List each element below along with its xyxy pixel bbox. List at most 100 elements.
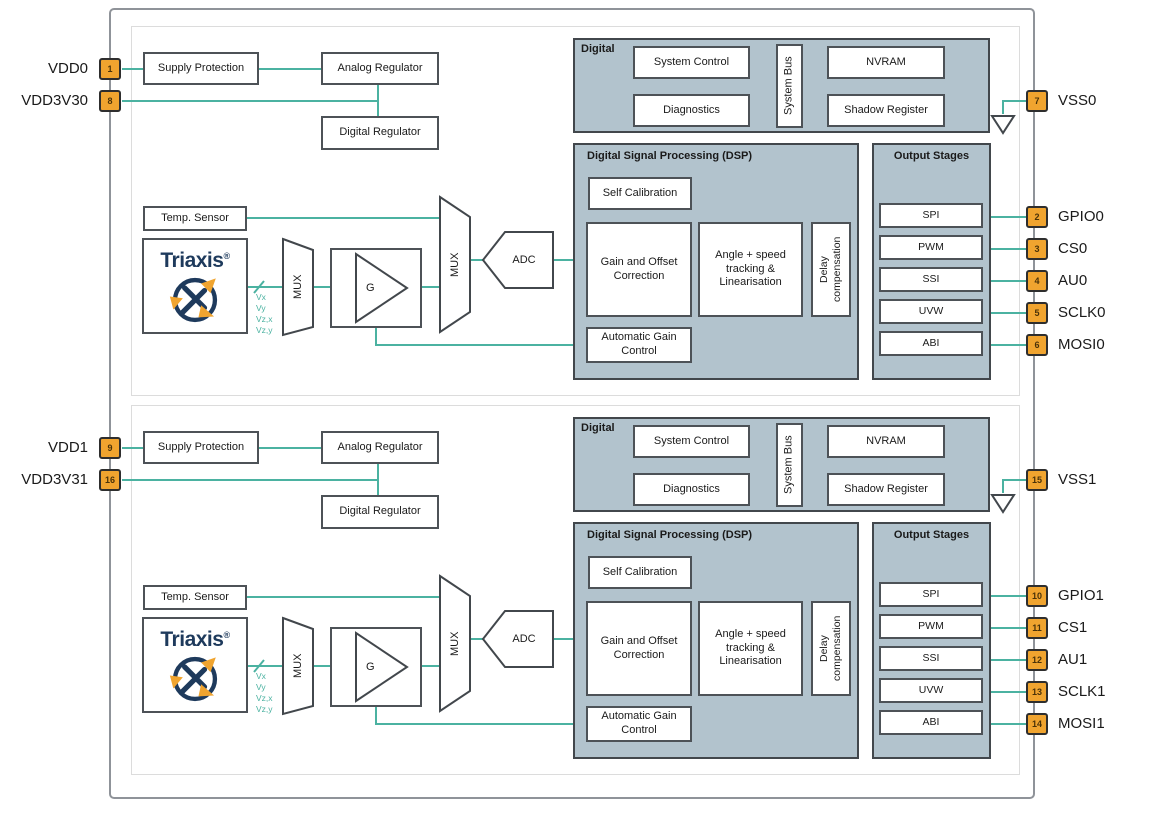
pin-13: 13 <box>1026 681 1048 703</box>
diagnostics-block: Diagnostics <box>633 94 750 127</box>
pin-label-vss0: VSS0 <box>1058 92 1097 109</box>
pin-label-au0: AU0 <box>1058 272 1088 289</box>
diagnostics-block: Diagnostics <box>633 473 750 506</box>
nvram-block: NVRAM <box>827 425 945 458</box>
amplifier-triangle-icon <box>355 631 409 703</box>
self-calibration-block: Self Calibration <box>588 556 692 589</box>
analog-regulator-block: Analog Regulator <box>321 431 439 464</box>
signal-vzy: Vz,y <box>256 325 273 335</box>
mux2-label: MUX <box>449 252 461 277</box>
pin-label-gpio0: GPIO0 <box>1058 208 1104 225</box>
uvw-block: UVW <box>879 299 983 324</box>
system-bus-block: System Bus <box>776 423 803 507</box>
triaxis-sensor-block: Triaxis® <box>142 238 248 334</box>
pin-label-vdd0: VDD0 <box>47 60 88 77</box>
die-0-outline <box>131 26 1020 396</box>
pin-14: 14 <box>1026 713 1048 735</box>
pwm-block: PWM <box>879 235 983 260</box>
spi-block: SPI <box>879 203 983 228</box>
supply-protection-block: Supply Protection <box>143 52 259 85</box>
dsp-title: Digital Signal Processing (DSP) <box>587 150 753 162</box>
analog-regulator-block: Analog Regulator <box>321 52 439 85</box>
pin-9: 9 <box>99 437 121 459</box>
pin-label-au1: AU1 <box>1058 651 1088 668</box>
temp-sensor-block: Temp. Sensor <box>143 585 247 610</box>
pwm-block: PWM <box>879 614 983 639</box>
pin-label-gpio1: GPIO1 <box>1058 587 1104 604</box>
signal-labels: Vx Vy Vz,x Vz,y <box>256 292 273 336</box>
agc-block: Automatic Gain Control <box>586 706 692 742</box>
pin-label-vss1: VSS1 <box>1058 471 1097 488</box>
self-calibration-block: Self Calibration <box>588 177 692 210</box>
pin-2: 2 <box>1026 206 1048 228</box>
temp-sensor-block: Temp. Sensor <box>143 206 247 231</box>
system-control-block: System Control <box>633 425 750 458</box>
pin-1: 1 <box>99 58 121 80</box>
pin-7: 7 <box>1026 90 1048 112</box>
digital-block-label: Digital <box>581 43 615 55</box>
pin-8: 8 <box>99 90 121 112</box>
signal-vx: Vx <box>256 671 266 681</box>
pin-label-vdd3v30: VDD3V30 <box>21 92 88 109</box>
gain-label: G <box>366 282 375 294</box>
triaxis-sensor-block: Triaxis® <box>142 617 248 713</box>
amplifier-triangle-icon <box>355 252 409 324</box>
pin-12: 12 <box>1026 649 1048 671</box>
triaxis-logo-text: Triaxis® <box>160 628 230 651</box>
abi-block: ABI <box>879 331 983 356</box>
signal-vzx: Vz,x <box>256 314 273 324</box>
adc-label: ADC <box>512 254 536 266</box>
triaxis-logo-icon <box>169 656 218 702</box>
pin-5: 5 <box>1026 302 1048 324</box>
gain-label: G <box>366 661 375 673</box>
pin-label-mosi1: MOSI1 <box>1058 715 1105 732</box>
signal-labels: Vx Vy Vz,x Vz,y <box>256 671 273 715</box>
mux1-label: MUX <box>292 653 304 679</box>
signal-vzx: Vz,x <box>256 693 273 703</box>
system-control-block: System Control <box>633 46 750 79</box>
pin-label-cs1: CS1 <box>1058 619 1088 636</box>
supply-protection-block: Supply Protection <box>143 431 259 464</box>
system-bus-block: System Bus <box>776 44 803 128</box>
pin-3: 3 <box>1026 238 1048 260</box>
ssi-block: SSI <box>879 267 983 292</box>
pin-label-sclk1: SCLK1 <box>1058 683 1106 700</box>
mux1-label: MUX <box>292 274 304 300</box>
shadow-register-block: Shadow Register <box>827 473 945 506</box>
pin-label-cs0: CS0 <box>1058 240 1088 257</box>
adc-label: ADC <box>512 633 536 645</box>
signal-vy: Vy <box>256 682 266 692</box>
ssi-block: SSI <box>879 646 983 671</box>
pin-4: 4 <box>1026 270 1048 292</box>
die-1-outline <box>131 405 1020 775</box>
output-stages-title: Output Stages <box>893 150 970 162</box>
nvram-block: NVRAM <box>827 46 945 79</box>
spi-block: SPI <box>879 582 983 607</box>
agc-block: Automatic Gain Control <box>586 327 692 363</box>
triaxis-logo-icon <box>169 277 218 323</box>
gain-amplifier-block: G <box>330 627 422 707</box>
gain-offset-block: Gain and Offset Correction <box>586 222 692 317</box>
signal-vzy: Vz,y <box>256 704 273 714</box>
dsp-title: Digital Signal Processing (DSP) <box>587 529 753 541</box>
triaxis-logo-text: Triaxis® <box>160 249 230 272</box>
pin-label-mosi0: MOSI0 <box>1058 336 1105 353</box>
die-top: Supply Protection Analog Regulator Digit… <box>142 38 991 380</box>
pin-10: 10 <box>1026 585 1048 607</box>
pin-label-vdd1: VDD1 <box>47 439 88 456</box>
angle-speed-block: Angle + speed tracking & Linearisation <box>698 222 803 317</box>
chip-package-outline <box>109 8 1035 799</box>
abi-block: ABI <box>879 710 983 735</box>
pin-15: 15 <box>1026 469 1048 491</box>
digital-block-label: Digital <box>581 422 615 434</box>
signal-vx: Vx <box>256 292 266 302</box>
signal-vy: Vy <box>256 303 266 313</box>
delay-compensation-block: Delay compensation <box>811 601 851 696</box>
pin-label-vdd3v31: VDD3V31 <box>21 471 88 488</box>
pin-16: 16 <box>99 469 121 491</box>
pin-label-sclk0: SCLK0 <box>1058 304 1106 321</box>
uvw-block: UVW <box>879 678 983 703</box>
mux2-label: MUX <box>449 631 461 656</box>
digital-regulator-block: Digital Regulator <box>321 495 439 529</box>
